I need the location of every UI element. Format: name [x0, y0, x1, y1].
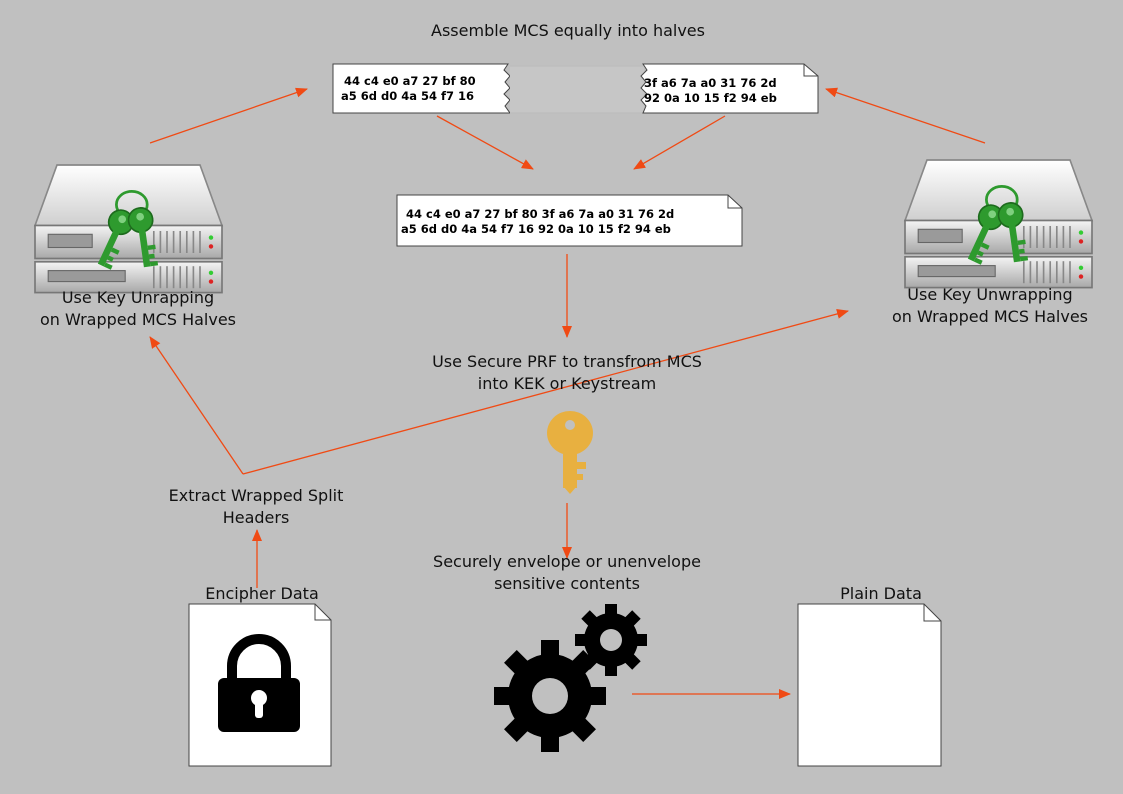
- encipher-data-label: Encipher Data: [205, 584, 319, 603]
- plain-data-label: Plain Data: [840, 584, 922, 603]
- gears-icon: [494, 604, 647, 752]
- left-half-hex-line-2: a5 6d d0 4a 54 f7 16: [341, 89, 475, 103]
- arrow-right-server-to-right-half: [825, 87, 986, 144]
- right-half-hex-line-2: 92 0a 10 15 f2 94 eb: [644, 91, 777, 105]
- right-half-hex-line-1: 3f a6 7a a0 31 76 2d: [644, 76, 777, 90]
- arrow-left-server-to-left-half: [149, 87, 308, 144]
- envelope-label-line-2: sensitive contents: [494, 574, 640, 593]
- prf-label-line-2: into KEK or Keystream: [477, 374, 657, 393]
- left-server-label: Use Key Unrapping on Wrapped MCS Halves: [0, 287, 276, 331]
- combined-hex-line-1: 44 c4 e0 a7 27 bf 80 3f a6 7a a0 31 76 2…: [406, 207, 675, 221]
- extract-label-line-2: Headers: [222, 508, 290, 527]
- left-server-icon: [35, 165, 222, 293]
- mcs-left-half-document: [332, 63, 646, 114]
- diagram-title: Assemble MCS equally into halves: [431, 21, 705, 40]
- left-server-label-line-1: Use Key Unrapping: [61, 288, 215, 307]
- prf-label: Use Secure PRF to transfrom MCS into KEK…: [360, 351, 774, 395]
- right-server-label: Use Key Unwrapping on Wrapped MCS Halves: [856, 284, 1123, 328]
- extract-label-line-1: Extract Wrapped Split: [168, 486, 344, 505]
- arrow-extract-to-left-server: [149, 336, 244, 475]
- prf-label-line-1: Use Secure PRF to transfrom MCS: [432, 352, 702, 371]
- arrow-extract-to-right-server: [242, 309, 849, 475]
- right-server-label-line-1: Use Key Unwrapping: [907, 285, 1073, 304]
- left-half-hex-line-1: 44 c4 e0 a7 27 bf 80: [344, 74, 476, 88]
- lock-icon: [218, 634, 300, 732]
- envelope-label: Securely envelope or unenvelope sensitiv…: [360, 551, 774, 595]
- arrow-left-half-to-combined: [436, 115, 534, 170]
- arrow-right-half-to-combined: [633, 115, 726, 170]
- mcs-combined-document: [396, 194, 743, 247]
- plain-document-icon: [797, 603, 942, 767]
- envelope-label-line-1: Securely envelope or unenvelope: [433, 552, 701, 571]
- right-server-label-line-2: on Wrapped MCS Halves: [891, 307, 1089, 326]
- encipher-document-icon: [188, 603, 332, 767]
- arrows: [149, 87, 986, 699]
- key-icon: [547, 411, 593, 494]
- combined-hex-line-2: a5 6d d0 4a 54 f7 16 92 0a 10 15 f2 94 e…: [401, 222, 671, 236]
- right-server-icon: [905, 160, 1092, 288]
- extract-label: Extract Wrapped Split Headers: [110, 485, 402, 529]
- left-server-label-line-2: on Wrapped MCS Halves: [39, 310, 237, 329]
- mcs-right-half-document: [640, 63, 819, 114]
